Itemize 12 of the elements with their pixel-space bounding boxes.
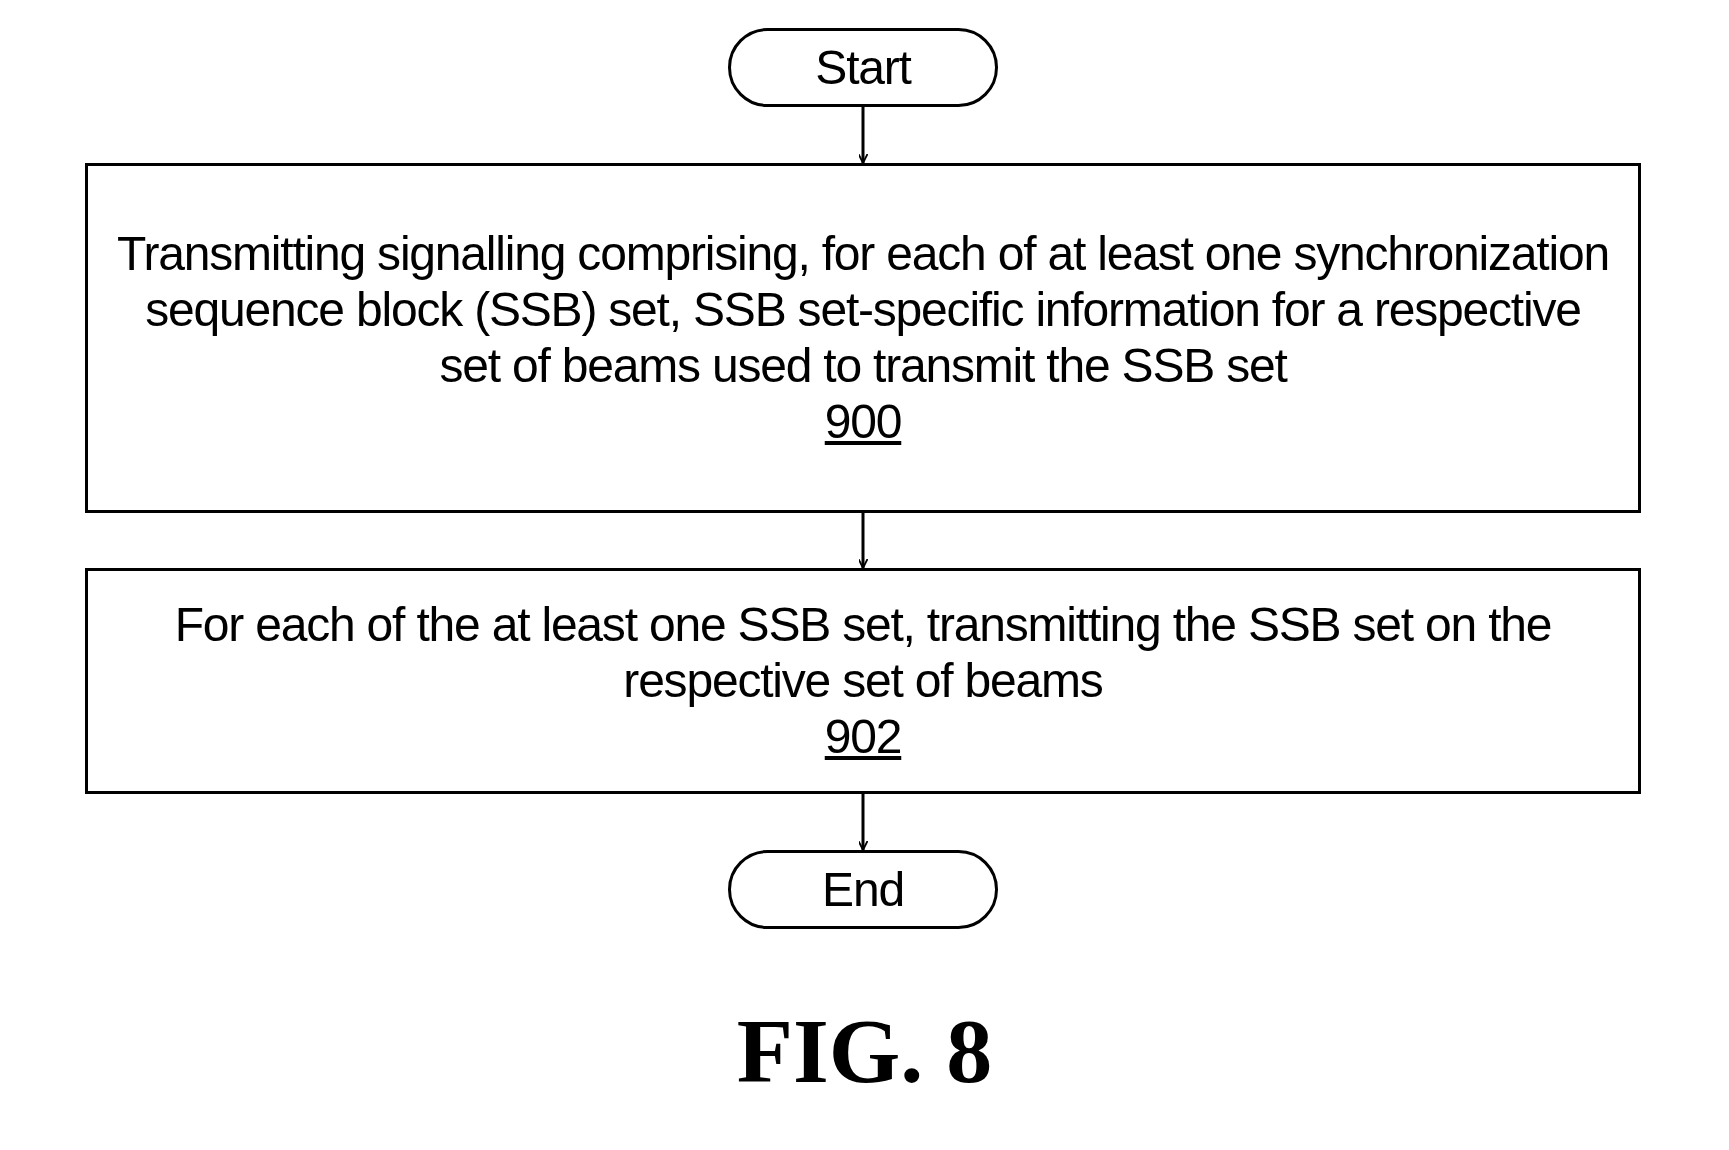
terminal-label: End	[822, 861, 904, 918]
process-box	[85, 163, 1641, 513]
terminal-label: Start	[815, 39, 911, 96]
step-number: 900	[824, 394, 902, 450]
arrow	[857, 107, 869, 164]
figure-caption: FIG. 8	[736, 1005, 993, 1097]
process-box	[85, 568, 1641, 794]
step-number: 902	[824, 709, 902, 765]
arrow	[857, 513, 869, 569]
step-text: For each of the at least one SSB set, transmitting the SSB set on the respective set of beams	[173, 597, 1553, 709]
step-text: Transmitting signalling comprising, for each of at least one synchronization sequence block (SSB) set, SSB set-specific information for a respective set of beams used to transmit the SSB set	[116, 226, 1610, 394]
arrow	[857, 794, 869, 851]
